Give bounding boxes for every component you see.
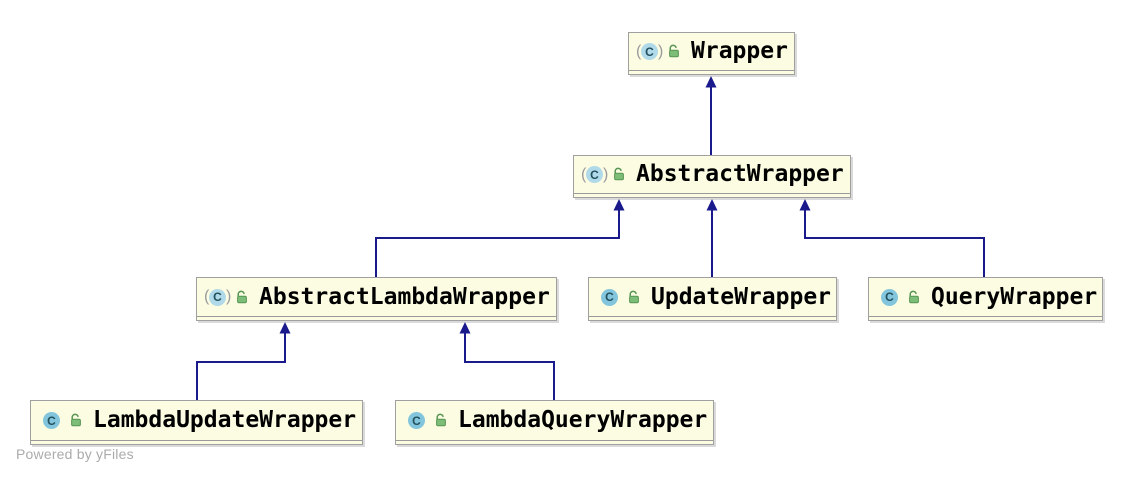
abstract-paren-open-icon: ( bbox=[636, 42, 642, 60]
class-node-abstract-wrapper[interactable]: ( C ) AbstractWrapper bbox=[573, 155, 851, 198]
class-c-icon: C bbox=[601, 288, 618, 306]
class-c-icon: C bbox=[43, 412, 60, 429]
class-name-label: AbstractLambdaWrapper bbox=[259, 283, 550, 310]
abstract-paren-close-icon: ) bbox=[226, 288, 232, 305]
class-name-label: UpdateWrapper bbox=[651, 283, 832, 310]
edge-line[interactable] bbox=[196, 333, 286, 400]
abstract-paren-close-icon: ) bbox=[658, 42, 664, 60]
inheritance-edge-update-wrapper-to-abstract-wrapper[interactable] bbox=[706, 199, 718, 277]
class-node-abstract-lambda-wrapper[interactable]: ( C ) AbstractLambdaWrapper bbox=[196, 277, 557, 321]
edge-line[interactable] bbox=[375, 210, 620, 277]
abstract-paren-close-icon: ) bbox=[603, 165, 609, 183]
inheritance-arrowhead bbox=[613, 199, 625, 211]
class-node-lambda-update-wrapper[interactable]: ( C ) LambdaUpdateWrapper bbox=[30, 400, 363, 445]
inheritance-arrowhead bbox=[799, 199, 811, 211]
class-name-label: AbstractWrapper bbox=[636, 161, 844, 187]
inheritance-edge-abstract-lambda-wrapper-to-abstract-wrapper[interactable] bbox=[375, 199, 625, 277]
public-open-lock-icon bbox=[614, 167, 624, 181]
class-node-wrapper[interactable]: ( C ) Wrapper bbox=[628, 32, 795, 75]
inheritance-edge-lambda-query-wrapper-to-abstract-lambda-wrapper[interactable] bbox=[459, 322, 555, 400]
inheritance-edge-query-wrapper-to-abstract-wrapper[interactable] bbox=[799, 199, 985, 277]
class-c-icon: C bbox=[209, 288, 226, 306]
public-open-lock-icon bbox=[436, 413, 446, 427]
class-name-label: LambdaQueryWrapper bbox=[458, 407, 708, 433]
class-c-icon: C bbox=[408, 412, 425, 429]
class-node-query-wrapper[interactable]: ( C ) QueryWrapper bbox=[868, 277, 1103, 321]
inheritance-edge-lambda-update-wrapper-to-abstract-lambda-wrapper[interactable] bbox=[196, 322, 291, 400]
class-node-lambda-query-wrapper[interactable]: ( C ) LambdaQueryWrapper bbox=[395, 400, 714, 445]
class-c-icon: C bbox=[586, 166, 603, 183]
inheritance-edge-abstract-wrapper-to-wrapper[interactable] bbox=[705, 76, 717, 155]
abstract-paren-open-icon: ( bbox=[204, 288, 210, 305]
inheritance-arrowhead bbox=[279, 322, 291, 334]
public-open-lock-icon bbox=[71, 413, 81, 427]
class-name-label: Wrapper bbox=[691, 38, 788, 64]
class-node-update-wrapper[interactable]: ( C ) UpdateWrapper bbox=[588, 277, 837, 321]
public-open-lock-icon bbox=[909, 290, 919, 303]
class-name-label: LambdaUpdateWrapper bbox=[93, 407, 357, 433]
yfiles-watermark: Powered by yFiles bbox=[16, 446, 134, 462]
public-open-lock-icon bbox=[629, 290, 639, 303]
inheritance-arrowhead bbox=[706, 199, 718, 211]
edge-line[interactable] bbox=[804, 210, 985, 277]
inheritance-arrowhead bbox=[459, 322, 471, 334]
class-c-icon: C bbox=[641, 43, 658, 60]
abstract-paren-open-icon: ( bbox=[581, 165, 587, 183]
public-open-lock-icon bbox=[669, 44, 679, 58]
public-open-lock-icon bbox=[237, 290, 247, 303]
class-c-icon: C bbox=[881, 288, 898, 306]
inheritance-arrowhead bbox=[705, 76, 717, 88]
edge-line[interactable] bbox=[464, 333, 555, 400]
class-name-label: QueryWrapper bbox=[931, 283, 1098, 310]
